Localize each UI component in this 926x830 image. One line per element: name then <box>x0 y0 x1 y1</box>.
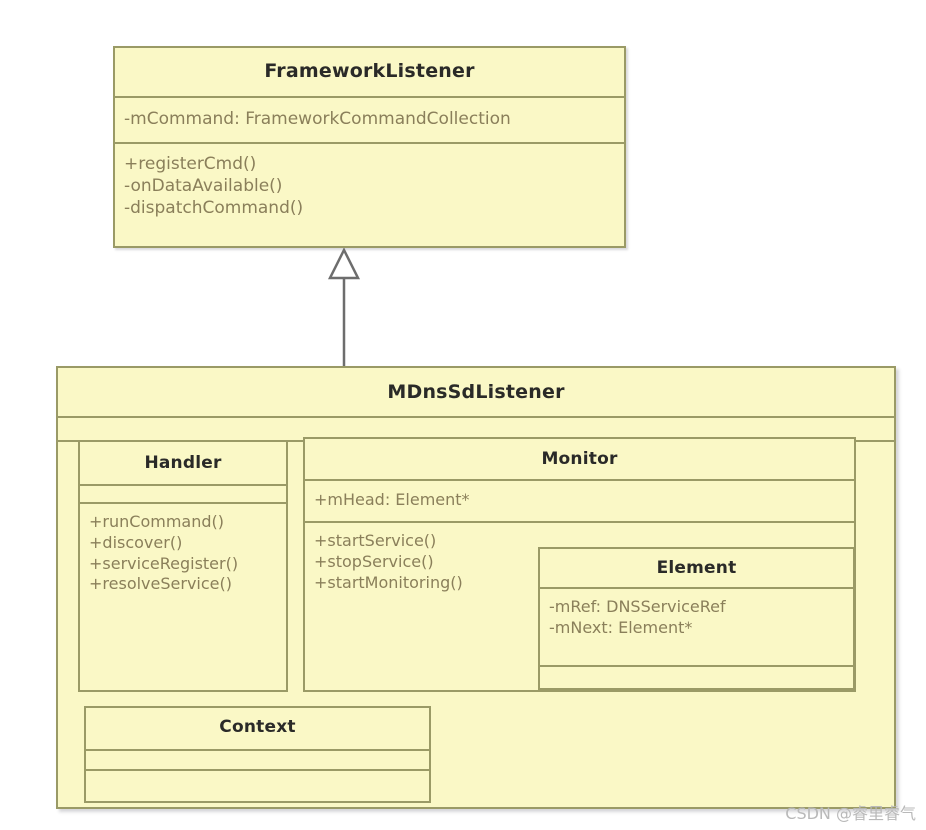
compartment-divider <box>115 96 624 98</box>
operation-item: +stopService() <box>314 551 434 571</box>
class-title-element: Element <box>656 558 737 578</box>
operations-compartment-context <box>86 771 429 799</box>
operations-compartment-handler: +runCommand() +discover() +serviceRegist… <box>80 504 286 601</box>
compartment-divider <box>115 142 624 144</box>
class-title-framework-listener: FrameworkListener <box>264 60 475 82</box>
compartment-divider <box>540 587 853 589</box>
attribute-item: -mRef: DNSServiceRef <box>549 597 726 616</box>
operation-item: +serviceRegister() <box>89 553 239 573</box>
attributes-compartment-element: -mRef: DNSServiceRef -mNext: Element* <box>540 589 853 665</box>
class-box-framework-listener[interactable]: FrameworkListener -mCommand: FrameworkCo… <box>113 46 626 248</box>
compartment-divider <box>305 521 854 523</box>
watermark-label: CSDN @睿里睿气 <box>785 804 916 823</box>
operations-compartment-monitor: +startService() +stopService() +startMon… <box>305 523 854 599</box>
compartment-divider <box>86 769 429 771</box>
class-title-mdns-sd-listener: MDnsSdListener <box>387 381 565 403</box>
attribute-item: +mHead: Element* <box>314 490 470 509</box>
generalization-arrow-icon <box>327 248 361 368</box>
attributes-compartment-handler <box>80 486 286 502</box>
class-title-handler: Handler <box>144 453 222 473</box>
class-title-context: Context <box>219 717 296 737</box>
compartment-divider <box>80 484 286 486</box>
compartment-divider <box>305 479 854 481</box>
operations-compartment-element <box>540 667 853 685</box>
class-box-handler[interactable]: Handler +runCommand() +discover() +servi… <box>78 440 288 692</box>
compartment-divider <box>80 502 286 504</box>
operation-item: -onDataAvailable() <box>124 176 283 197</box>
attributes-compartment-context <box>86 751 429 769</box>
class-box-element[interactable]: Element -mRef: DNSServiceRef -mNext: Ele… <box>538 547 855 690</box>
attributes-compartment-monitor: +mHead: Element* <box>305 481 854 521</box>
compartment-divider <box>86 749 429 751</box>
operation-item: -dispatchCommand() <box>124 198 304 219</box>
class-title-monitor: Monitor <box>541 449 618 469</box>
attribute-item: -mNext: Element* <box>549 617 693 637</box>
compartment-divider <box>540 665 853 667</box>
attributes-compartment-framework-listener: -mCommand: FrameworkCommandCollection <box>115 98 624 142</box>
operation-item: +startMonitoring() <box>314 572 463 592</box>
operation-item: +runCommand() <box>89 512 224 531</box>
operation-item: +registerCmd() <box>124 154 257 174</box>
attribute-item: -mCommand: FrameworkCommandCollection <box>124 109 511 129</box>
operation-item: +startService() <box>314 531 437 550</box>
operation-item: +resolveService() <box>89 574 232 594</box>
operations-compartment-framework-listener: +registerCmd() -onDataAvailable() -dispa… <box>115 144 624 225</box>
compartment-divider <box>58 416 894 418</box>
class-box-context[interactable]: Context <box>84 706 431 803</box>
operation-item: +discover() <box>89 532 183 552</box>
